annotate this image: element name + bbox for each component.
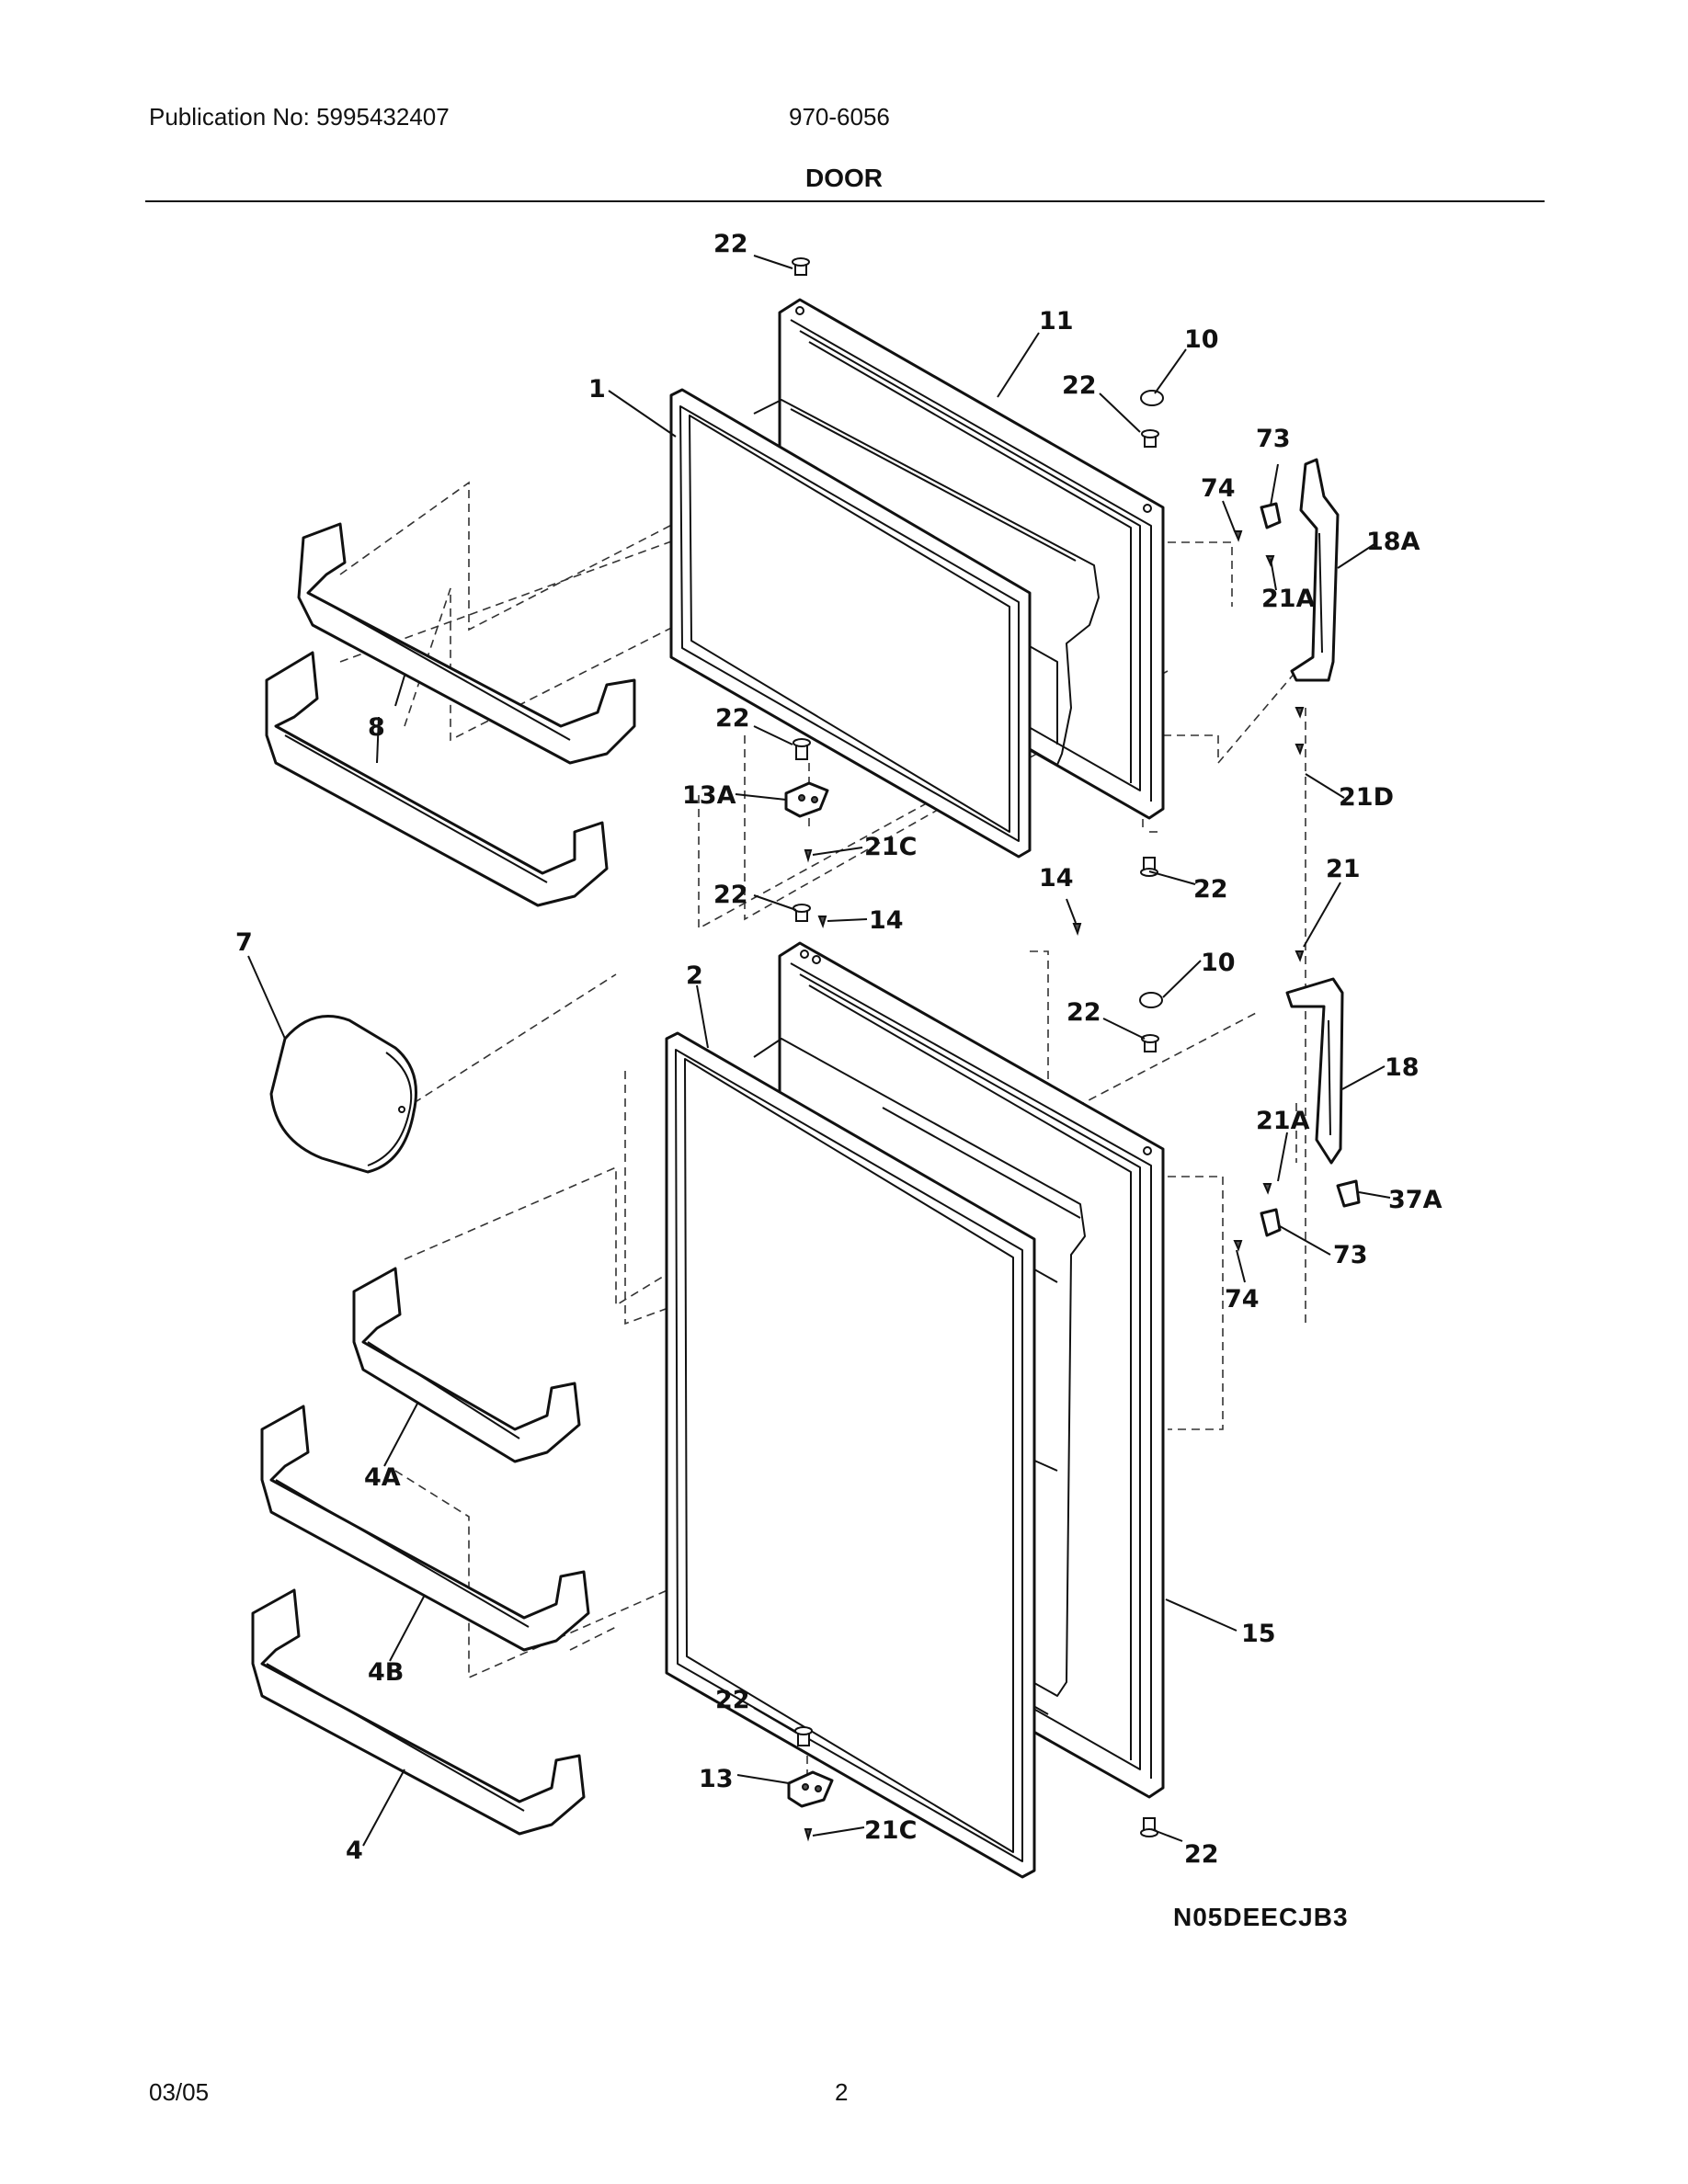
door-shelf-8-upper [297, 522, 636, 765]
callout-22: 22 [1062, 371, 1097, 400]
callout-73: 73 [1333, 1241, 1368, 1269]
callout-15: 15 [1241, 1620, 1276, 1648]
callout-21C: 21C [864, 833, 917, 861]
callout-14: 14 [1039, 864, 1074, 893]
door-shelf-4 [251, 1588, 586, 1836]
callout-21: 21 [1326, 855, 1361, 883]
callout-13A: 13A [682, 781, 736, 810]
callout-14: 14 [869, 906, 904, 935]
header-rule [145, 200, 1545, 202]
callout-7: 7 [235, 928, 253, 957]
callout-4A: 4A [364, 1463, 401, 1492]
callout-1: 1 [588, 375, 606, 404]
door-shelf-4A [352, 1267, 581, 1463]
callout-22: 22 [713, 230, 748, 258]
callout-4: 4 [346, 1837, 363, 1865]
door-shelf-8-lower [265, 651, 609, 907]
callout-21D: 21D [1339, 783, 1394, 812]
callout-73: 73 [1256, 425, 1291, 453]
callout-22: 22 [1193, 875, 1228, 904]
hardware [784, 257, 1305, 1842]
leader-lines [247, 255, 1391, 1847]
handle-endcap-37A [1336, 1179, 1361, 1208]
page-number: 2 [835, 2078, 849, 2106]
publication-number: Publication No: 5995432407 [149, 103, 450, 131]
callout-74: 74 [1225, 1285, 1260, 1314]
callout-8: 8 [368, 713, 385, 742]
callout-74: 74 [1201, 474, 1236, 503]
page-title: DOOR [805, 164, 883, 192]
callout-10: 10 [1184, 325, 1219, 354]
callout-21A: 21A [1256, 1107, 1310, 1135]
freezer-door-gasket [669, 388, 1032, 859]
callout-22: 22 [713, 881, 748, 909]
callout-22: 22 [1184, 1840, 1219, 1869]
callouts: 22 11 10 22 1 73 74 18A 21A 8 22 13A 21C… [235, 230, 1443, 1869]
handle-18 [1285, 977, 1344, 1165]
callout-2: 2 [686, 961, 703, 990]
callout-4B: 4B [368, 1658, 404, 1687]
door-shelf-4B [260, 1405, 590, 1652]
callout-21C: 21C [864, 1816, 917, 1845]
callout-21A: 21A [1261, 585, 1316, 613]
callout-18A: 18A [1366, 528, 1420, 556]
callout-22: 22 [1066, 998, 1101, 1027]
callout-13: 13 [699, 1765, 734, 1793]
callout-10: 10 [1201, 949, 1236, 977]
fresh-food-door-gasket [665, 1031, 1036, 1879]
callout-37A: 37A [1388, 1186, 1443, 1214]
drawing-code: N05DEECJB3 [1173, 1903, 1349, 1931]
handle-18A [1290, 458, 1340, 682]
callout-22: 22 [715, 1686, 750, 1714]
footer-date: 03/05 [149, 2078, 210, 2106]
callout-18: 18 [1385, 1053, 1420, 1082]
callout-22: 22 [715, 704, 750, 733]
callout-11: 11 [1039, 307, 1074, 336]
dairy-bin-7 [269, 1015, 417, 1174]
model-number: 970-6056 [789, 103, 890, 131]
